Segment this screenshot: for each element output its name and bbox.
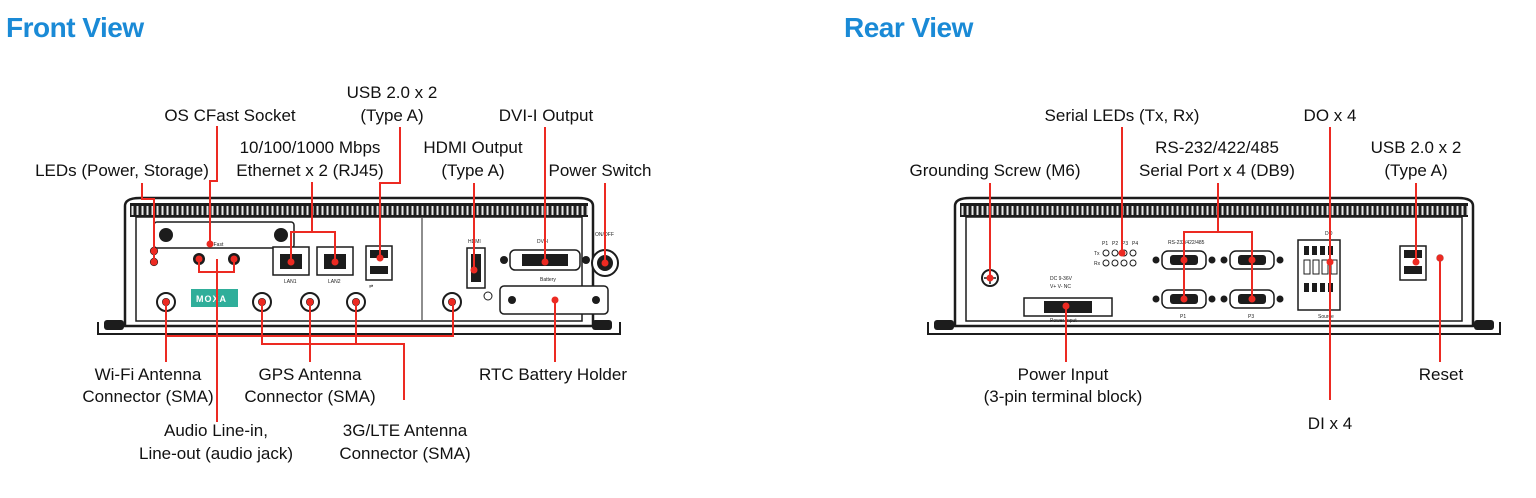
ethernet-callout-line2: Ethernet x 2 (RJ45) [236, 161, 383, 180]
dvi-callout: DVI-I Output [499, 106, 594, 125]
cfast-socket [153, 221, 295, 249]
lan1-label: LAN1 [284, 279, 297, 285]
dvi-panel-label: DVI-I [537, 239, 548, 245]
rx-label: Rx [1094, 261, 1101, 267]
rs-panel-label: RS-232/422/485 [1168, 240, 1205, 246]
power-switch-callout: Power Switch [549, 161, 652, 180]
rear-view-heading: Rear View [844, 12, 973, 43]
front-usb-callout-line1: USB 2.0 x 2 [347, 83, 438, 102]
front-view-heading: Front View [6, 12, 144, 43]
do-callout: DO x 4 [1304, 106, 1357, 125]
db9-port [1152, 250, 1216, 270]
db9-p3-label: P3 [1248, 314, 1254, 320]
reset-callout: Reset [1419, 365, 1464, 384]
ethernet-callout-line1: 10/100/1000 Mbps [240, 138, 381, 157]
cfast-screw-icon [159, 228, 173, 242]
moxa-logo-text: MOXA [196, 294, 227, 304]
rear-usb-callout-line2: (Type A) [1384, 161, 1447, 180]
power-input-callout-line2: (3-pin terminal block) [984, 387, 1143, 406]
power-input-panel-label: Power Input [1050, 318, 1077, 324]
usb-symbol-icon: ⇌ [369, 284, 373, 290]
source-panel-label: Source [1318, 314, 1334, 320]
serial-led-p4-label: P4 [1132, 241, 1138, 247]
rs-callout-line1: RS-232/422/485 [1155, 138, 1279, 157]
rtc-callout: RTC Battery Holder [479, 365, 627, 384]
dc-panel-label: DC 9-36V [1050, 276, 1073, 282]
di-callout: DI x 4 [1308, 414, 1352, 433]
audio-callout-line1: Audio Line-in, [164, 421, 268, 440]
leds-callout: LEDs (Power, Storage) [35, 161, 209, 180]
do-panel-label: DO [1325, 231, 1333, 237]
audio-callout-line2: Line-out (audio jack) [139, 444, 293, 463]
moxa-logo [191, 289, 238, 307]
gps-callout-line1: GPS Antenna [258, 365, 362, 384]
lte-callout-line2: Connector (SMA) [339, 444, 470, 463]
rear-leader-lines [986, 127, 1444, 400]
rear-usb-callout-line1: USB 2.0 x 2 [1371, 138, 1462, 157]
hdmi-callout-line2: (Type A) [441, 161, 504, 180]
battery-panel-label: Battery [540, 277, 556, 283]
lan2-label: LAN2 [328, 279, 341, 285]
os-cfast-callout: OS CFast Socket [164, 106, 296, 125]
pins-panel-label: V+ V- NC [1050, 284, 1071, 290]
cfast-screw-icon [274, 228, 288, 242]
power-input-callout-line1: Power Input [1018, 365, 1109, 384]
rs-callout-line2: Serial Port x 4 (DB9) [1139, 161, 1295, 180]
serial-led-p3-label: P3 [1122, 241, 1128, 247]
gps-callout-line2: Connector (SMA) [244, 387, 375, 406]
wifi-callout-line1: Wi-Fi Antenna [95, 365, 202, 384]
lte-callout-line1: 3G/LTE Antenna [343, 421, 468, 440]
front-usb-callout-line2: (Type A) [360, 106, 423, 125]
hdmi-callout-line1: HDMI Output [423, 138, 522, 157]
wifi-callout-line2: Connector (SMA) [82, 387, 213, 406]
serial-led-p1-label: P1 [1102, 241, 1108, 247]
db9-p1-label: P1 [1180, 314, 1186, 320]
tx-label: Tx [1094, 251, 1100, 257]
serial-led-p2-label: P2 [1112, 241, 1118, 247]
serial-leds-callout: Serial LEDs (Tx, Rx) [1045, 106, 1200, 125]
cfast-panel-label: CFast [210, 242, 224, 248]
rear-callout-labels: Serial LEDs (Tx, Rx) DO x 4 RS-232/422/4… [909, 106, 1463, 433]
front-callout-labels: OS CFast Socket USB 2.0 x 2 (Type A) DVI… [35, 83, 651, 463]
grounding-callout: Grounding Screw (M6) [909, 161, 1080, 180]
front-leader-lines [141, 126, 609, 422]
